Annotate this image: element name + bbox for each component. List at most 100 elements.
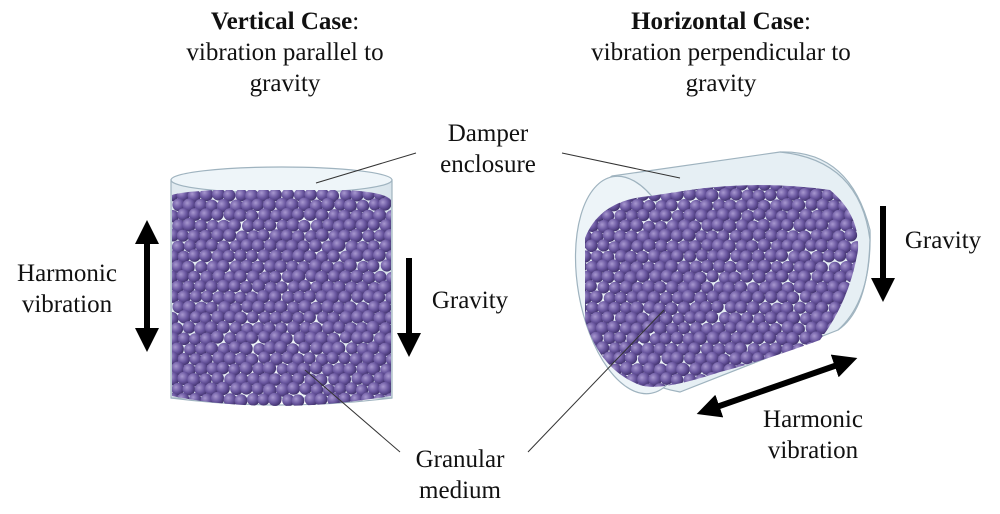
particle: [619, 261, 633, 275]
particle: [603, 292, 617, 305]
particle: [281, 351, 294, 364]
particle: [670, 331, 684, 345]
particle: [827, 219, 842, 233]
particle: [810, 291, 824, 306]
particle: [759, 301, 773, 315]
particle: [252, 300, 266, 314]
particle: [827, 199, 841, 213]
particle: [637, 352, 651, 366]
particle: [642, 239, 656, 253]
particle: [822, 249, 836, 263]
particle: [724, 185, 737, 192]
particle: [713, 259, 727, 273]
particle: [332, 280, 346, 294]
particle: [343, 258, 357, 273]
particle: [647, 249, 662, 263]
particle: [315, 208, 329, 222]
harmonic-left-line1: Harmonic: [17, 260, 117, 287]
particle: [826, 239, 840, 253]
particle: [187, 229, 202, 244]
particle: [258, 311, 272, 324]
particle: [379, 322, 391, 336]
particle: [194, 280, 207, 293]
particle: [758, 185, 771, 191]
particle: [252, 279, 266, 293]
particle: [176, 229, 189, 242]
particle: [636, 269, 650, 283]
particle: [293, 290, 306, 304]
particle: [683, 187, 697, 201]
particle: [384, 311, 391, 325]
particle: [257, 249, 271, 263]
particle: [792, 322, 805, 336]
particle: [586, 301, 599, 315]
particle: [730, 249, 743, 263]
particle: [683, 250, 697, 263]
particle: [815, 238, 829, 253]
particle: [194, 383, 208, 397]
particle: [211, 372, 224, 385]
particle: [357, 260, 370, 273]
particle: [659, 291, 674, 306]
particle: [291, 394, 305, 406]
particle: [270, 209, 283, 223]
particle: [601, 270, 615, 284]
particle: [211, 228, 225, 242]
particle: [747, 185, 760, 192]
particle: [321, 197, 335, 212]
particle: [356, 362, 370, 376]
particle: [660, 269, 674, 283]
horizontal-case-description-line2: gravity: [685, 70, 757, 97]
particle: [205, 301, 218, 315]
particle: [374, 270, 387, 284]
particle: [321, 363, 336, 377]
particle: [614, 249, 628, 263]
particle: [799, 208, 813, 222]
particle: [688, 240, 702, 254]
particle: [310, 341, 324, 355]
particle: [810, 250, 825, 265]
particle: [833, 270, 848, 285]
particle: [194, 198, 208, 212]
particle: [642, 220, 656, 234]
particle: [603, 331, 616, 345]
particle: [660, 372, 673, 385]
particle: [199, 312, 212, 325]
harmonic-vibration-label-right: Harmonic vibration: [738, 404, 888, 466]
particle: [670, 351, 684, 365]
particle: [850, 382, 859, 387]
particle: [245, 331, 259, 344]
particle: [189, 353, 202, 366]
particle: [234, 249, 247, 262]
granular-label-line1: Granular: [415, 446, 505, 473]
particle: [595, 321, 610, 335]
particle: [589, 290, 603, 304]
horizontal-case-heading: Horizontal Case: vibration perpendicular…: [556, 6, 886, 99]
particle: [734, 280, 748, 294]
particle: [585, 250, 592, 263]
particle: [585, 321, 587, 334]
particle: [172, 332, 180, 346]
particle: [729, 352, 743, 366]
particle: [379, 239, 391, 253]
particle: [585, 280, 597, 293]
particle: [263, 341, 277, 355]
particle: [764, 351, 778, 366]
particle: [752, 331, 765, 345]
particle: [671, 249, 684, 263]
particle: [264, 300, 277, 314]
particle: [805, 321, 819, 335]
particle: [172, 210, 179, 223]
horizontal-case-colon: :: [803, 8, 811, 35]
particle: [280, 207, 294, 222]
particle: [740, 290, 753, 304]
particle: [665, 280, 679, 295]
particle: [281, 270, 295, 283]
particle: [327, 392, 341, 406]
particle: [788, 270, 801, 284]
particle: [177, 290, 191, 304]
particle: [199, 229, 212, 243]
particle: [262, 198, 277, 212]
particle: [775, 331, 790, 346]
particle: [216, 361, 230, 375]
